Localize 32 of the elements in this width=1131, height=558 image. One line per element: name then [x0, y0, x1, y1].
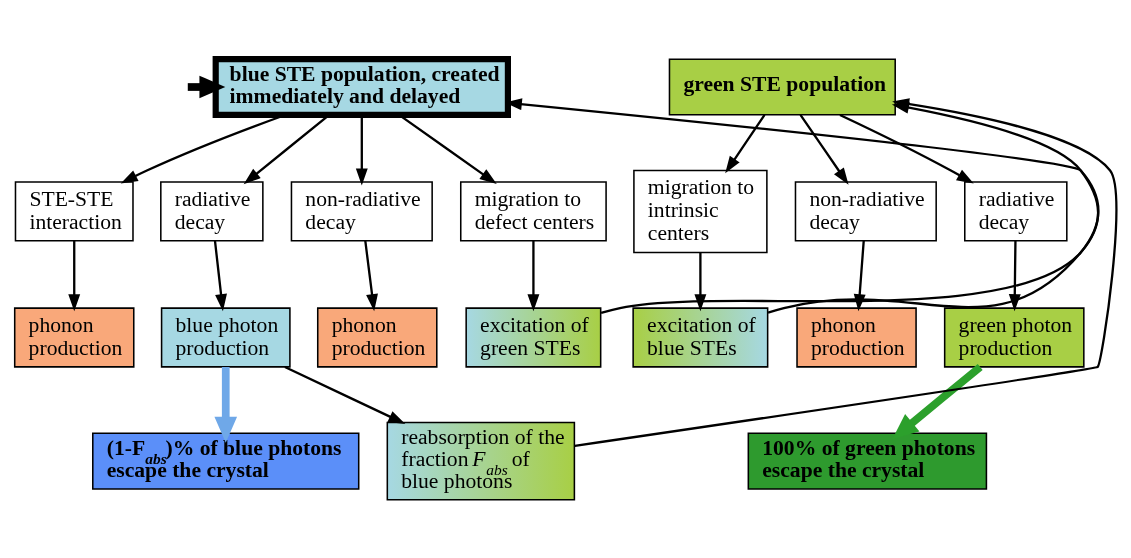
node-box: blue photon production: [160, 306, 291, 368]
node-box: migration to intrinsic centers: [633, 169, 768, 253]
node-box: non-radiative decay: [794, 180, 937, 242]
node-box: phonon production: [13, 306, 135, 368]
node-box: (1-F$_{abs}$)% of blue photons escape the crystal: [92, 432, 360, 490]
arrow: [214, 366, 238, 443]
node-box: phonon production: [796, 306, 917, 368]
node-box: reabsorption of the fraction F$_{abs}$ of blue photons: [386, 421, 576, 501]
node-box: radiative decay: [160, 180, 264, 242]
arrow: [892, 363, 983, 439]
arrow: [725, 113, 766, 173]
arrow: [694, 252, 707, 311]
arrow: [364, 240, 378, 311]
node-box: non-radiative decay: [290, 180, 433, 242]
node-box: excitation of green STEs: [465, 306, 602, 368]
node-box: green STE population: [668, 57, 896, 116]
node-box: phonon production: [316, 306, 438, 368]
arrow: [284, 365, 406, 424]
arrow: [839, 113, 974, 184]
arrow: [1008, 240, 1021, 311]
node-box: radiative decay: [964, 180, 1068, 242]
arrow: [213, 240, 227, 311]
node-box: 100% of green photons escape the crystal: [747, 432, 988, 490]
node-box: excitation of blue STEs: [632, 306, 769, 368]
arrow: [527, 240, 540, 311]
node-box: blue STE population, created immediately and delayed: [212, 55, 511, 118]
node-box: STE-STE interaction: [14, 180, 134, 242]
node-box: green photon production: [943, 306, 1085, 368]
arrow: [799, 113, 849, 185]
arrow: [68, 240, 81, 311]
arrow: [574, 97, 1118, 447]
node-box: migration to defect centers: [459, 180, 607, 242]
